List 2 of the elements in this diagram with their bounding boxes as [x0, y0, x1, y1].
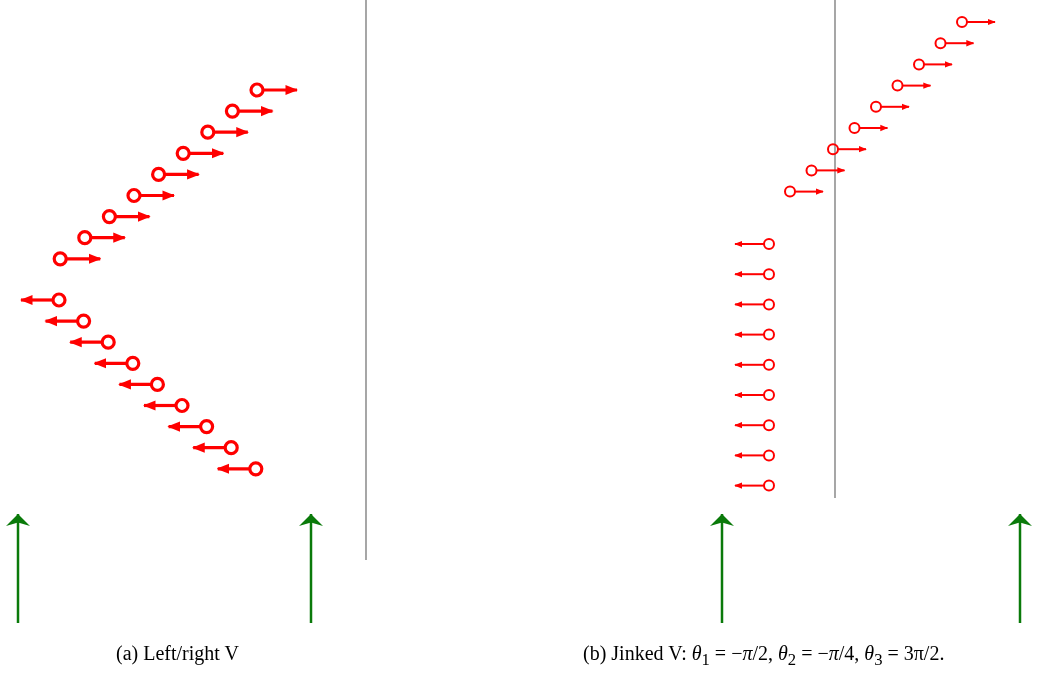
figure-caption: (b) Jinked V: θ$_{1}$ = −π/2, θ$_{2}$ = −π/4, θ$_{3}$ = 3π/2.	[583, 641, 946, 671]
figure-caption: (a) Left/right V	[116, 641, 240, 666]
